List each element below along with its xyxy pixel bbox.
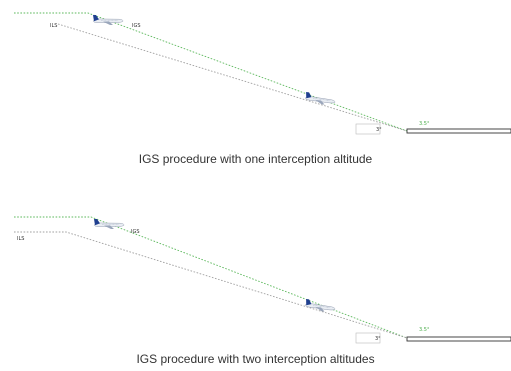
aircraft-icon <box>304 91 337 107</box>
diagram-one-interception: ILS IGS 3° 3.5° <box>14 12 511 135</box>
ils-angle-label: 3° <box>376 127 382 133</box>
ils-angle-label: 3° <box>375 336 381 342</box>
ils-approach-path <box>14 231 408 339</box>
diagram-two-interceptions: ILS IGS 3° 3.5° <box>14 216 511 344</box>
runway <box>406 128 511 134</box>
igs-approach-path <box>14 216 408 339</box>
igs-label: IGS <box>131 229 140 235</box>
ils-label: ILS <box>17 236 24 242</box>
ils-angle-box <box>355 332 381 344</box>
ils-approach-path <box>57 23 408 132</box>
igs-angle-label: 3.5° <box>419 121 430 127</box>
igs-approach-path <box>14 12 408 132</box>
caption-two-interceptions: IGS procedure with two interception alti… <box>136 352 375 366</box>
runway <box>406 336 511 342</box>
ils-angle-box <box>355 123 381 135</box>
ils-label: ILS <box>50 23 57 29</box>
aircraft-icon <box>93 218 125 230</box>
igs-angle-label: 3.5° <box>419 327 430 333</box>
caption-one-interception: IGS procedure with one interception alti… <box>138 152 373 166</box>
igs-label: IGS <box>132 23 141 29</box>
